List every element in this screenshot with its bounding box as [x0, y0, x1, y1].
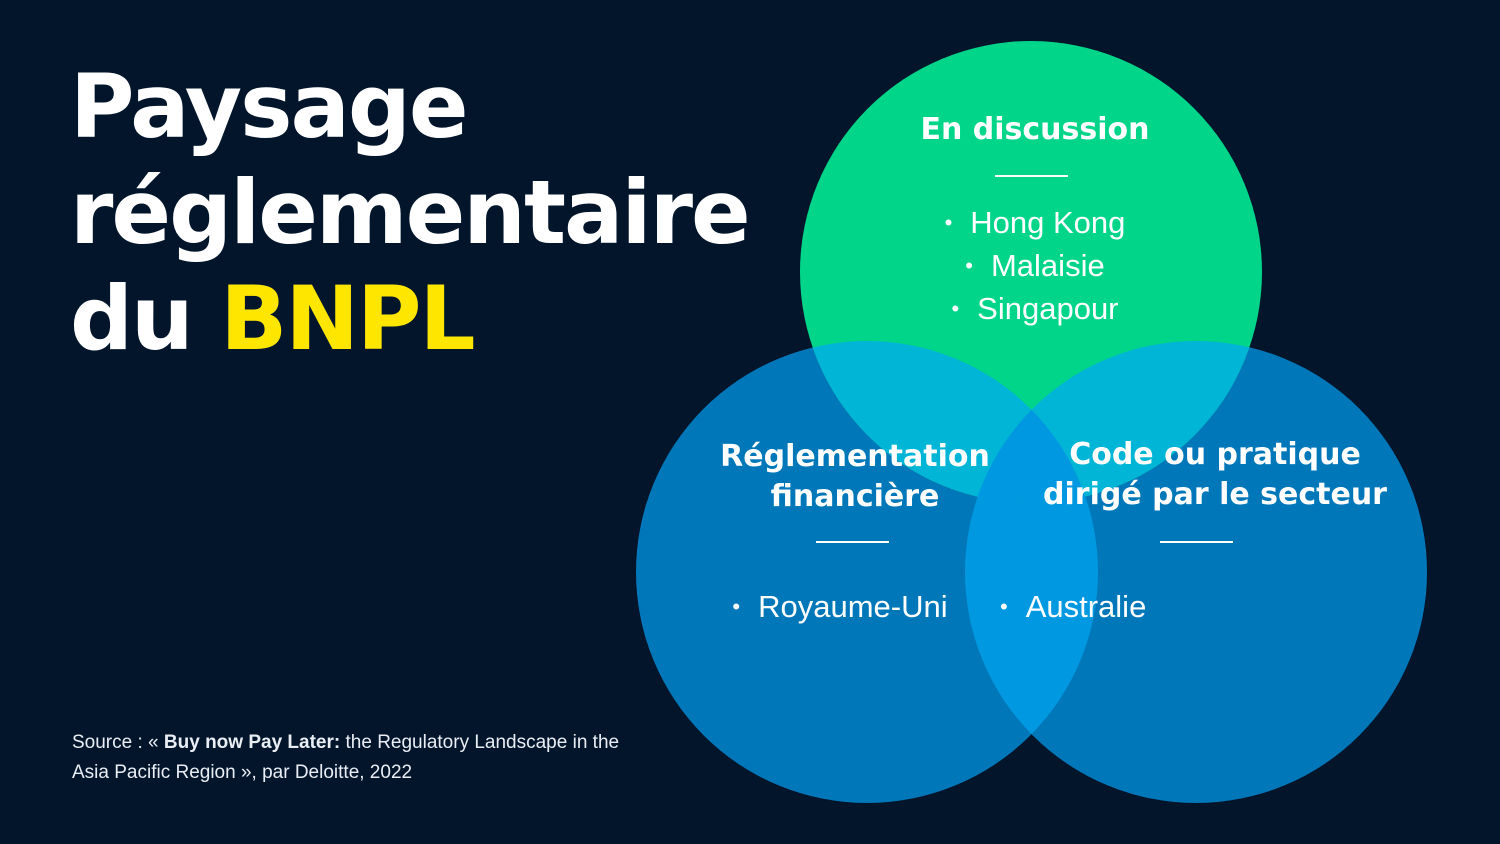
overlap-top-right: [965, 341, 1262, 503]
source-rest: the Regulatory Landscape in the Asia Pac…: [72, 732, 620, 783]
left-divider: [816, 541, 889, 543]
title-line-2: réglementaire: [70, 161, 751, 264]
list-item: Singapour: [880, 289, 1190, 332]
left-circle-list: Royaume-Uni: [700, 587, 980, 630]
overlap-top-left: [800, 341, 1098, 503]
right-circle-heading: Code ou pratique dirigé par le secteur: [1030, 435, 1400, 515]
left-heading-line-1: Réglementation: [720, 439, 990, 474]
page-title: Paysage réglementaire du BNPL: [70, 54, 751, 372]
list-item: Hong Kong: [880, 203, 1190, 246]
right-heading-line-2: dirigé par le secteur: [1043, 477, 1387, 512]
left-heading-line-2: financière: [770, 479, 940, 514]
left-circle-heading: Réglementation financière: [700, 437, 1010, 517]
list-item: Malaisie: [880, 246, 1190, 289]
list-item: Australie: [1000, 587, 1170, 630]
right-divider: [1160, 541, 1233, 543]
title-line-1: Paysage: [70, 55, 469, 158]
title-line-3-prefix: du: [70, 267, 221, 370]
right-circle-list: Australie: [1000, 587, 1170, 630]
top-circle-heading: En discussion: [920, 112, 1150, 147]
title-accent-bnpl: BNPL: [220, 267, 475, 370]
source-prefix: Source : «: [72, 732, 164, 753]
source-title-bold: Buy now Pay Later:: [163, 732, 341, 753]
top-divider: [995, 175, 1068, 177]
right-heading-line-1: Code ou pratique: [1069, 437, 1361, 472]
source-citation: Source : « Buy now Pay Later: the Regula…: [72, 728, 632, 788]
top-circle-list: Hong Kong Malaisie Singapour: [880, 203, 1190, 332]
list-item: Royaume-Uni: [700, 587, 980, 630]
